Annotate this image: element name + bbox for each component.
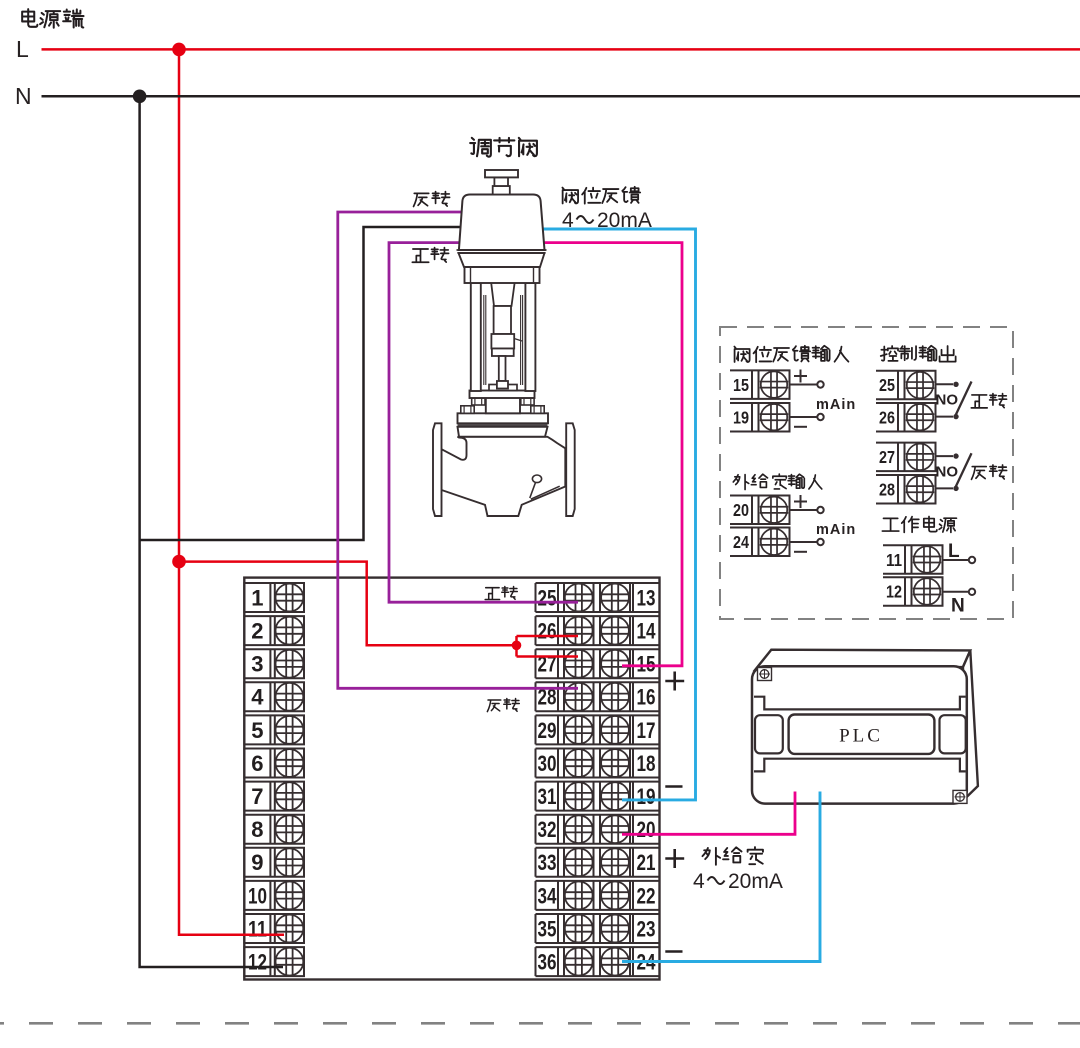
svg-text:26: 26 [538,619,557,644]
svg-text:15: 15 [733,375,749,395]
svg-text:20mA: 20mA [597,209,652,232]
svg-text:33: 33 [538,850,557,875]
svg-text:26: 26 [879,407,895,427]
svg-text:34: 34 [538,883,558,908]
svg-text:8: 8 [251,817,263,842]
svg-text:PLC: PLC [839,726,883,747]
svg-text:10: 10 [248,883,267,908]
svg-text:3: 3 [251,652,263,677]
svg-text:19: 19 [733,407,749,427]
svg-text:25: 25 [538,585,557,610]
svg-text:27: 27 [538,652,557,677]
svg-text:28: 28 [879,479,895,499]
svg-text:12: 12 [248,950,267,975]
svg-text:mAin: mAin [816,397,856,413]
svg-text:17: 17 [637,718,656,743]
svg-text:24: 24 [733,532,749,552]
svg-text:4: 4 [693,870,705,893]
svg-text:NO: NO [936,392,959,409]
svg-text:2: 2 [251,619,263,644]
svg-text:13: 13 [637,585,656,610]
svg-text:31: 31 [538,784,557,809]
svg-text:L: L [16,36,29,62]
svg-text:11: 11 [248,916,267,941]
svg-text:29: 29 [538,718,557,743]
svg-text:28: 28 [538,685,557,710]
svg-text:15: 15 [637,652,656,677]
svg-text:35: 35 [538,916,557,941]
svg-text:9: 9 [251,850,263,875]
svg-text:36: 36 [538,950,557,975]
svg-text:6: 6 [251,751,263,776]
svg-text:1: 1 [251,585,263,610]
svg-text:12: 12 [886,582,902,602]
svg-text:30: 30 [538,751,557,776]
svg-text:25: 25 [879,375,895,395]
svg-text:7: 7 [251,784,263,809]
svg-text:mAin: mAin [816,522,856,538]
svg-text:23: 23 [637,916,656,941]
svg-text:20: 20 [637,817,656,842]
svg-text:4: 4 [562,209,574,232]
svg-text:N: N [15,83,32,109]
svg-text:N: N [951,596,965,617]
svg-text:14: 14 [637,619,657,644]
svg-text:16: 16 [637,685,656,710]
svg-text:22: 22 [637,883,656,908]
svg-text:18: 18 [637,751,656,776]
svg-text:4: 4 [251,685,264,710]
svg-text:11: 11 [886,550,902,570]
svg-text:32: 32 [538,817,557,842]
svg-text:L: L [948,541,960,562]
svg-text:27: 27 [879,447,895,467]
svg-text:21: 21 [637,850,656,875]
svg-text:5: 5 [251,718,263,743]
svg-text:NO: NO [936,463,959,480]
svg-text:19: 19 [637,784,656,809]
svg-text:20mA: 20mA [728,870,783,893]
svg-text:20: 20 [733,500,749,520]
